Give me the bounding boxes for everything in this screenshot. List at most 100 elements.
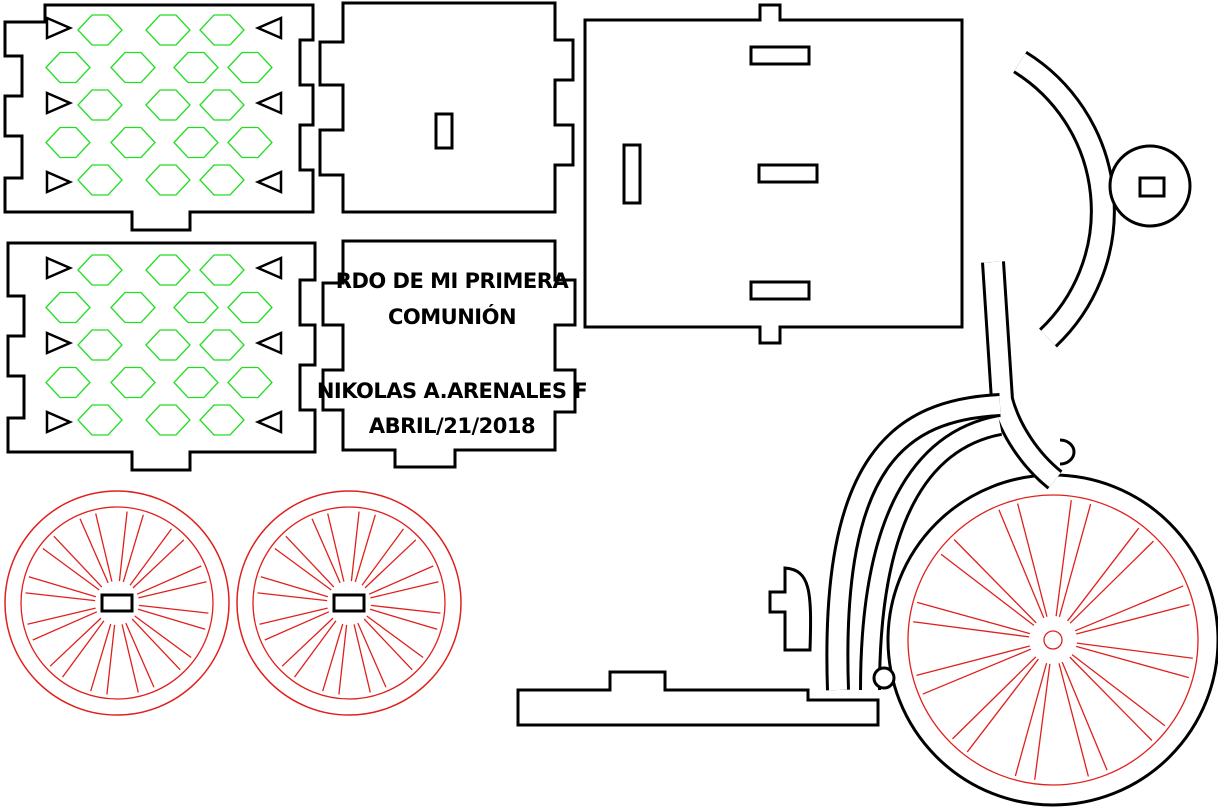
spoke <box>122 514 144 583</box>
frame-pivot <box>872 666 896 690</box>
diamond-pattern <box>45 254 283 436</box>
slot <box>757 163 819 184</box>
spoke <box>285 535 335 588</box>
diamond-engrave <box>199 254 245 286</box>
spoke <box>125 622 155 688</box>
triangle-mark <box>254 256 283 280</box>
spoke <box>357 622 387 688</box>
seat-bracket <box>768 566 813 652</box>
spoke <box>137 608 206 630</box>
slot <box>749 45 811 66</box>
diamond-engrave <box>145 89 191 121</box>
spoke <box>368 565 434 595</box>
spoke <box>327 513 345 582</box>
small-wheel <box>236 490 462 716</box>
spoke <box>134 615 192 658</box>
handlebar-piece <box>1013 50 1192 348</box>
diamond-engrave <box>227 51 273 84</box>
spoke <box>1076 642 1193 659</box>
wheel-outline <box>886 473 1218 807</box>
spoke <box>49 617 102 667</box>
spoke <box>364 539 417 589</box>
triangle-mark <box>254 410 283 434</box>
base-panel <box>583 3 964 345</box>
diamond-engrave <box>110 291 156 324</box>
spoke <box>95 513 113 582</box>
spoke <box>1076 603 1190 635</box>
spoke <box>916 645 1030 677</box>
diamond-engrave <box>77 404 123 436</box>
slot <box>434 112 454 150</box>
spoke <box>966 658 1039 753</box>
spoke <box>922 648 1032 695</box>
diamond-engrave <box>173 51 219 84</box>
spoke <box>129 528 172 586</box>
title-panel-outline <box>321 239 577 469</box>
diamond-engrave <box>145 404 191 436</box>
diamond-engrave <box>110 126 156 159</box>
wheels <box>4 473 1218 807</box>
spoke <box>118 511 128 582</box>
spoke <box>138 604 209 614</box>
spoke <box>28 576 97 598</box>
spoke <box>136 565 202 595</box>
side-panel-top-outline <box>3 3 315 232</box>
spoke <box>132 539 185 589</box>
diamond-engrave <box>45 51 91 84</box>
spoke <box>131 618 181 671</box>
title-line-3: NIKOLAS A.ARENALES F <box>317 379 587 403</box>
spoke <box>1055 500 1072 617</box>
engrave-patterns <box>45 14 283 436</box>
diamond-engrave <box>173 291 219 324</box>
triangle-mark <box>254 331 283 355</box>
title-line-4: ABRIL/21/2018 <box>369 414 535 438</box>
small-wheel <box>4 490 230 716</box>
handlebar-slot <box>1138 176 1166 198</box>
spoke <box>281 617 334 667</box>
diamond-engrave <box>45 291 91 324</box>
spoke <box>259 607 328 625</box>
title-line-2: COMUNIÓN <box>388 304 516 329</box>
diamond-engrave <box>199 329 245 361</box>
diamond-engrave <box>199 404 245 436</box>
spoke <box>25 592 96 602</box>
title-panel: RDO DE MI PRIMERA COMUNIÓN NIKOLAS A.ARE… <box>317 239 588 469</box>
frame-knob <box>1059 438 1076 466</box>
diamond-engrave <box>145 329 191 361</box>
spoke <box>62 620 105 678</box>
bike-frame-piece <box>516 261 1076 727</box>
hub <box>1043 630 1063 650</box>
spoke <box>916 601 1031 635</box>
diamond-engrave <box>110 366 156 399</box>
diamond-engrave <box>77 254 123 286</box>
spoke <box>1069 656 1153 741</box>
spoke <box>121 624 139 693</box>
triangle-mark <box>254 91 283 115</box>
spoke <box>294 620 337 678</box>
spoke <box>952 656 1037 740</box>
triangle-mark <box>45 16 74 40</box>
wheel-rim <box>20 506 214 700</box>
spoke <box>42 548 100 591</box>
base-bar <box>516 670 880 727</box>
spoke <box>1034 663 1051 780</box>
spoke <box>322 623 344 692</box>
diamond-engrave <box>199 89 245 121</box>
spoke <box>311 518 341 584</box>
inner-frame-curve-fill <box>862 417 1002 691</box>
triangle-mark <box>45 331 74 355</box>
slot <box>749 280 811 301</box>
spoke <box>79 518 109 584</box>
slot <box>622 143 642 205</box>
triangle-mark <box>45 91 74 115</box>
large-wheel <box>886 473 1218 807</box>
triangle-mark <box>45 256 74 280</box>
diamond-engrave <box>110 51 156 84</box>
spoke <box>106 624 116 695</box>
wheel-rim <box>252 506 446 700</box>
axle-slot <box>332 593 366 613</box>
spoke <box>940 553 1035 626</box>
spoke <box>1071 654 1166 727</box>
side-panel-bottom <box>6 241 317 472</box>
